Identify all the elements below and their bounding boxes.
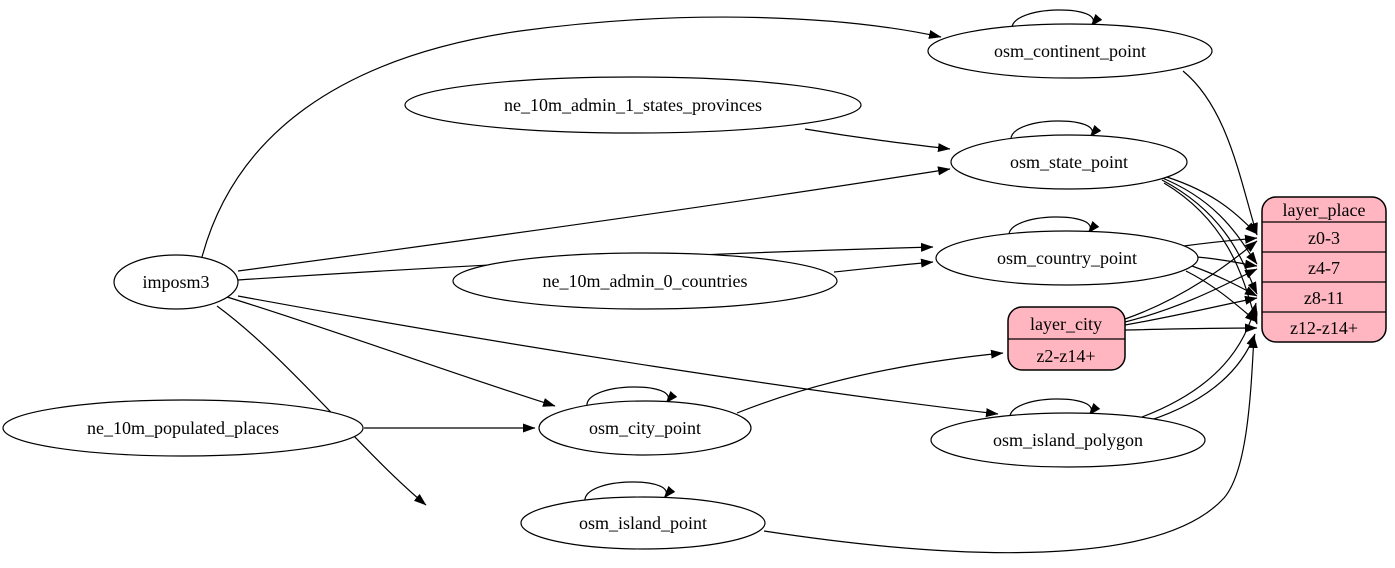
record-layer-place-row-z4-7: z4-7 — [1308, 258, 1340, 278]
edge-layer-city-layer-place-z12-z14 — [1124, 323, 1258, 333]
node-ne-10m-populated-places: ne_10m_populated_places — [2, 399, 364, 457]
edge-imposm3-osm-city-point — [226, 296, 556, 407]
node-ne-10m-admin-1-states-provinces-label: ne_10m_admin_1_states_provinces — [504, 95, 762, 115]
edge-imposm3-osm-continent-point — [201, 16, 942, 258]
node-osm-island-point-shape — [520, 496, 766, 550]
record-layer-place-box — [1261, 196, 1387, 343]
node-ne-10m-populated-places-shape — [2, 399, 364, 457]
self-loop-osm-country-point — [1008, 216, 1100, 238]
edge-ne-10m-admin-0-countries-osm-country-point — [833, 258, 934, 273]
node-osm-continent-point-label: osm_continent_point — [994, 41, 1146, 61]
node-osm-country-point-shape — [935, 230, 1199, 286]
node-osm-state-point: osm_state_point — [950, 134, 1188, 190]
edge-osm-country-point-layer-place-z0-3 — [1183, 234, 1258, 247]
record-layer-city-title: layer_city — [1030, 314, 1102, 334]
node-osm-country-point: osm_country_point — [935, 230, 1199, 286]
edge-imposm3-osm-island-point — [216, 305, 427, 506]
record-layer-city: layer_city z2-z14+ — [1007, 306, 1126, 371]
self-loop-osm-city-point — [586, 386, 678, 408]
record-layer-city-row-z2-z14: z2-z14+ — [1036, 346, 1095, 366]
node-ne-10m-populated-places-label: ne_10m_populated_places — [87, 418, 279, 438]
node-osm-country-point-label: osm_country_point — [997, 248, 1137, 268]
edge-imposm3-osm-state-point — [237, 166, 951, 272]
node-ne-10m-admin-0-countries: ne_10m_admin_0_countries — [452, 252, 838, 310]
record-layer-place-row-z8-11: z8-11 — [1304, 288, 1344, 308]
node-osm-island-point: osm_island_point — [520, 496, 766, 550]
record-layer-place-title: layer_place — [1283, 200, 1366, 220]
node-osm-island-polygon-shape — [930, 412, 1206, 468]
edge-layer-city-layer-place-z8-11 — [1124, 295, 1258, 326]
edge-imposm3-osm-island-polygon — [237, 295, 999, 418]
node-osm-city-point-label: osm_city_point — [589, 418, 701, 438]
node-ne-10m-admin-0-countries-label: ne_10m_admin_0_countries — [543, 271, 748, 291]
edge-osm-state-point-layer-place-z0-3 — [1156, 173, 1258, 235]
node-osm-continent-point: osm_continent_point — [927, 23, 1213, 79]
edge-osm-island-polygon-layer-place-z8-11 — [1141, 302, 1258, 418]
node-ne-10m-admin-1-states-provinces: ne_10m_admin_1_states_provinces — [404, 76, 862, 134]
record-layer-place-row-z12-z14: z12-z14+ — [1290, 318, 1358, 338]
edge-osm-city-point-layer-city-z2 — [736, 349, 1004, 414]
edges — [201, 9, 1258, 554]
node-osm-city-point: osm_city_point — [538, 400, 752, 456]
node-osm-island-point-label: osm_island_point — [579, 513, 707, 533]
node-osm-city-point-shape — [538, 400, 752, 456]
self-loop-osm-state-point — [1010, 120, 1102, 142]
edge-layer-city-layer-place-z0-3 — [1124, 240, 1258, 320]
edge-osm-continent-point-layer-place-z0-3 — [1182, 70, 1258, 236]
node-imposm3: imposm3 — [113, 254, 239, 310]
node-imposm3-shape — [113, 254, 239, 310]
node-ne-10m-admin-0-countries-shape — [452, 252, 838, 310]
edge-osm-state-point-layer-place-z4-7 — [1159, 176, 1258, 265]
edge-osm-country-point-layer-place-z8-11 — [1191, 265, 1258, 297]
node-osm-island-polygon-label: osm_island_polygon — [993, 430, 1143, 450]
record-layer-place-row-z0-3: z0-3 — [1308, 228, 1340, 248]
node-osm-continent-point-shape — [927, 23, 1213, 79]
node-ne-10m-admin-1-states-provinces-shape — [404, 76, 862, 134]
edge-layer-city-layer-place-z4-7 — [1124, 268, 1258, 323]
node-osm-state-point-label: osm_state_point — [1010, 152, 1128, 172]
edge-osm-country-point-layer-place-z4-7 — [1195, 256, 1258, 269]
node-osm-island-polygon: osm_island_polygon — [930, 412, 1206, 468]
node-osm-state-point-shape — [950, 134, 1188, 190]
self-loop-osm-island-point — [584, 481, 676, 503]
edge-ne-10m-admin-1-states-provinces-osm-state-point — [804, 128, 951, 153]
edge-osm-island-point-layer-place-z12-z14 — [763, 335, 1258, 554]
self-loop-osm-island-polygon — [1009, 398, 1101, 420]
node-imposm3-label: imposm3 — [142, 272, 209, 292]
record-layer-place: layer_place z0-3 z4-7 z8-11 z12-z14+ — [1261, 196, 1387, 343]
edge-osm-state-point-layer-place-z8-11 — [1161, 179, 1258, 295]
nodes: imposm3 ne_10m_admin_1_states_provinces … — [2, 23, 1213, 550]
self-loop-osm-continent-point — [1011, 9, 1103, 31]
